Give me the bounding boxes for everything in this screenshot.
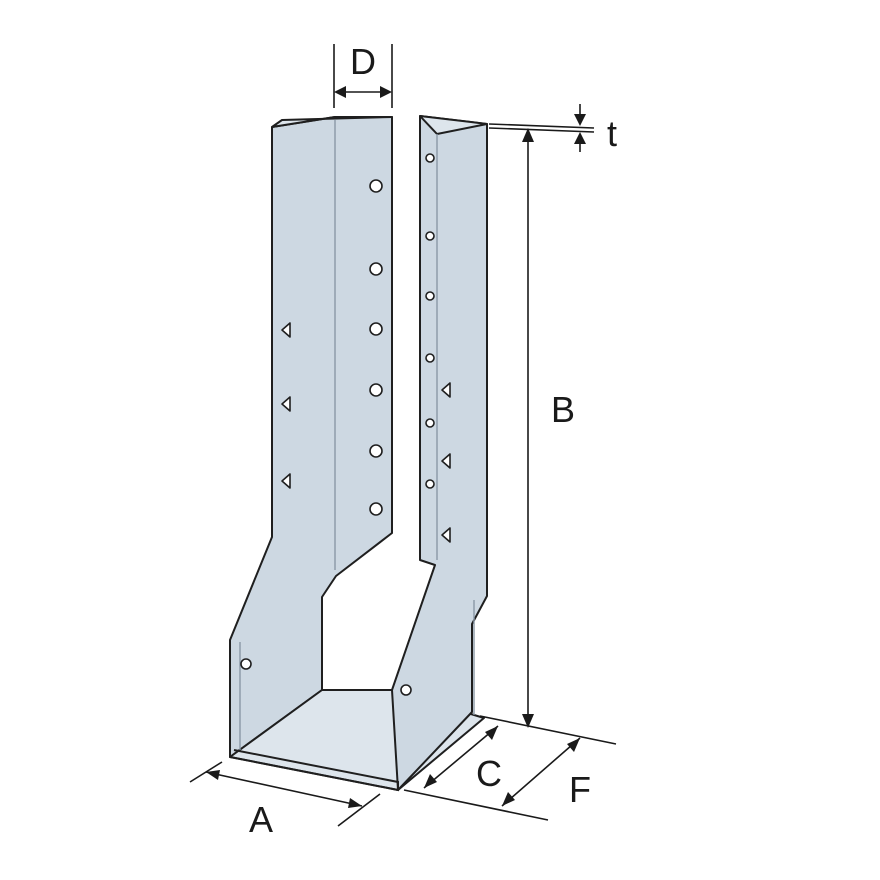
dimension-c [403,725,549,821]
angled-hole-triangle [281,396,291,412]
left-flange-lip [271,116,393,128]
nail-hole [425,479,435,489]
dimension-labels: D t B A C F [249,41,617,840]
nail-hole [425,153,435,163]
nail-hole [425,353,435,363]
dimension-a [189,761,381,827]
left-flange-plate [229,116,393,758]
nail-hole [369,262,383,276]
nail-hole [369,322,383,336]
dimension-d [333,44,393,108]
joist-hanger [229,115,488,792]
label-a: A [249,799,273,840]
nail-hole [425,291,435,301]
angled-hole-triangle [441,382,451,398]
dimension-t [488,104,595,152]
nail-hole [369,179,383,193]
nail-hole [369,444,383,458]
label-c: C [476,753,502,794]
right-flange-lip [419,115,488,135]
dimension-f [501,737,581,807]
label-f: F [569,769,591,810]
right-flange-plate [391,115,488,791]
angled-hole-triangle [441,527,451,543]
label-t: t [607,113,617,154]
right-plate-holes [400,153,435,696]
nail-hole [369,383,383,397]
angled-hole-triangle [281,473,291,489]
nail-hole [369,502,383,516]
angled-hole-triangle [281,322,291,338]
nail-hole [425,231,435,241]
seat-edge [229,749,399,792]
left-plate-holes [240,179,383,670]
label-b: B [551,389,575,430]
nail-hole [240,658,252,670]
dimensions [189,44,617,827]
angled-hole-triangle [441,453,451,469]
nail-hole [400,684,412,696]
angled-nail-holes [281,322,451,543]
dimension-b [479,128,617,745]
nail-hole [425,418,435,428]
label-d: D [350,41,376,82]
